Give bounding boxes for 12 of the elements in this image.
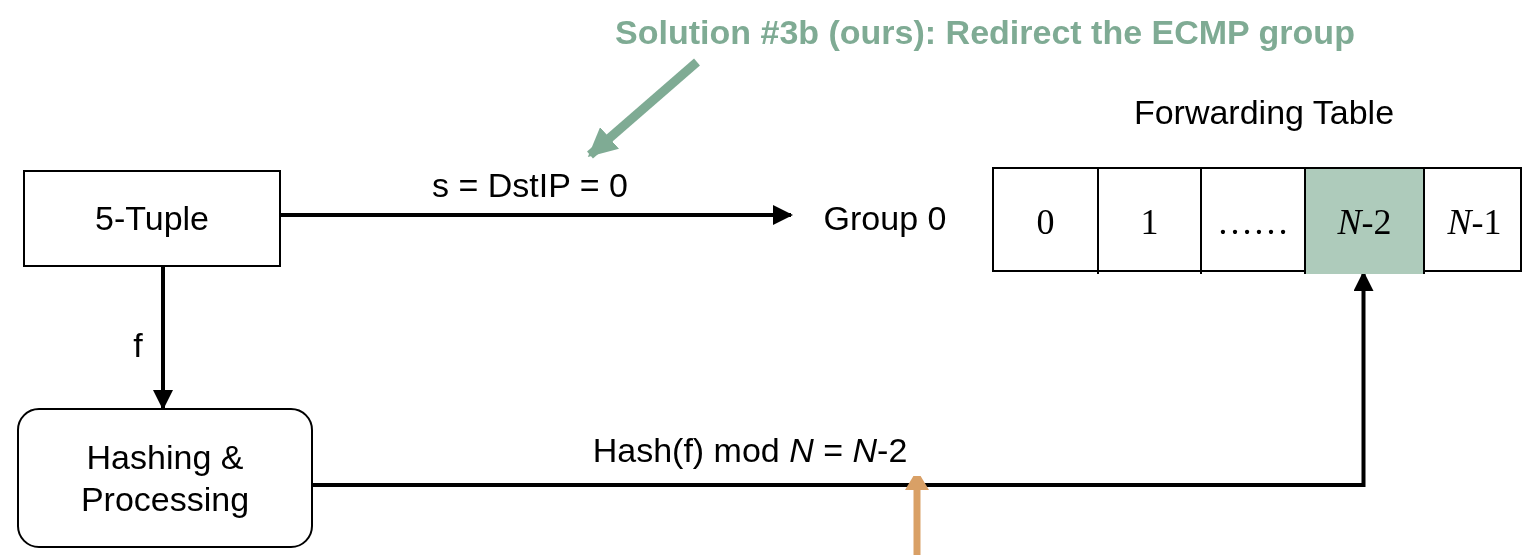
group-label: Group 0 <box>795 195 975 241</box>
arrow <box>153 267 173 410</box>
table-title: Forwarding Table <box>1132 92 1396 133</box>
leader-line <box>587 58 700 159</box>
table-cell: 0 <box>994 169 1099 274</box>
annotation-text: Solution #3b (ours): Redirect the ECMP group <box>520 8 1450 56</box>
table-cell: 1 <box>1099 169 1202 274</box>
table-cell: N-1 <box>1425 169 1524 274</box>
process-box: 5-Tuple <box>23 170 281 267</box>
process-box: Hashing & Processing <box>17 408 313 548</box>
arrow <box>281 205 793 225</box>
table-cell: N-2 <box>1306 169 1425 274</box>
